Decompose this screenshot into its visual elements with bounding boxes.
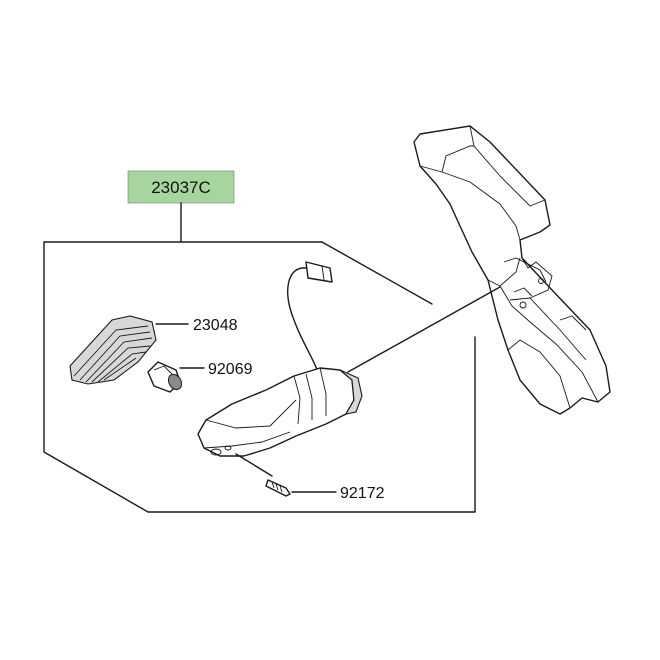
lens-part[interactable] xyxy=(69,315,157,385)
fairing-bracket xyxy=(413,125,611,415)
screw-icon xyxy=(265,479,291,497)
wire-cable xyxy=(287,267,319,373)
mounting-line xyxy=(347,286,501,373)
assembly-part-number: 23037C xyxy=(151,178,211,197)
assembly-frame-upper-right xyxy=(321,241,433,305)
lamp-housing-icon xyxy=(197,367,355,457)
screw-part[interactable] xyxy=(265,479,291,497)
screw-part-number[interactable]: 92172 xyxy=(340,485,385,502)
bulb-part-number[interactable]: 92069 xyxy=(208,361,253,378)
bulb-part[interactable] xyxy=(147,361,184,393)
assembly-label[interactable]: 23037C xyxy=(127,170,235,204)
assembly-label-highlight xyxy=(127,170,235,204)
assembly-frame xyxy=(43,241,476,513)
wire-connector-icon xyxy=(305,261,333,283)
lamp-housing-part xyxy=(197,261,363,457)
screw-mount-line xyxy=(235,453,273,477)
lens-part-number[interactable]: 23048 xyxy=(193,317,238,334)
